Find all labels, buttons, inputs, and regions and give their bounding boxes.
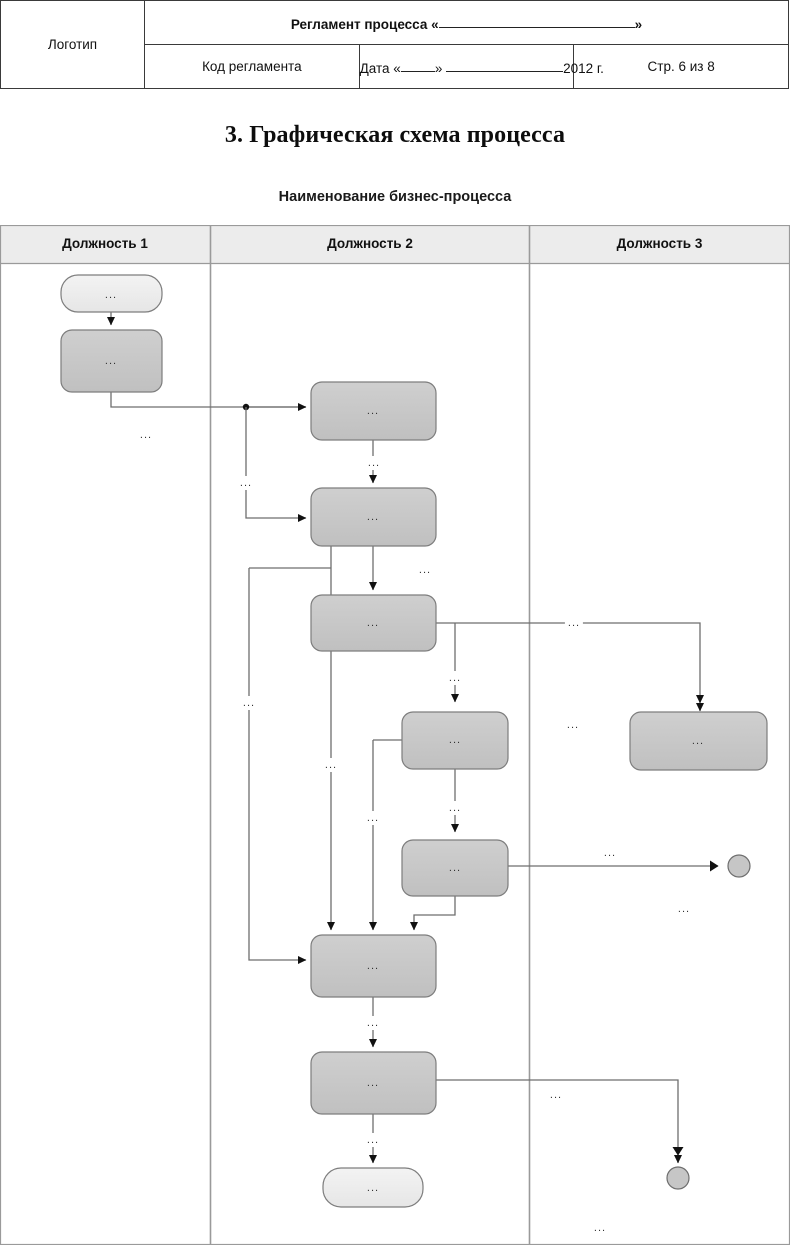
page-number-cell: Стр. 6 из 8 [573, 44, 789, 89]
node-p9[interactable] [629, 711, 768, 771]
date-quote-close: » [434, 60, 443, 76]
node-p7-label: ... [366, 960, 380, 972]
edge-label-e16: ... [363, 1133, 383, 1147]
regulation-code-cell: Код регламента [144, 44, 360, 89]
node-p5-label: ... [448, 734, 462, 746]
page-number-label: Стр. 6 из 8 [647, 59, 715, 74]
node-p3-label: ... [366, 511, 380, 523]
node-p2-label: ... [366, 405, 380, 417]
date-cell: Дата « » 2012 г. [358, 44, 604, 89]
date-day-blank[interactable] [400, 58, 435, 73]
terminator-arrowheads [672, 860, 719, 1156]
edge-label-e17: ... [590, 1221, 610, 1235]
date-prefix: Дата « [359, 60, 401, 76]
node-p4[interactable] [310, 594, 437, 652]
edge-label-e1: ... [136, 428, 156, 442]
node-end-label: ... [366, 1182, 380, 1194]
diagram-canvas [0, 225, 790, 1245]
logo-label: Логотип [47, 37, 98, 52]
process-swimlane-diagram: Должность 1 Должность 2 Должность 3 ... … [0, 225, 790, 1245]
lane-header-1: Должность 2 [327, 236, 413, 251]
node-p6-label: ... [448, 862, 462, 874]
node-p2[interactable] [310, 381, 437, 441]
edge-label-e11: ... [363, 811, 383, 825]
regulation-title-blank[interactable] [438, 14, 635, 29]
edge-label-e13: ... [674, 902, 694, 916]
node-p7[interactable] [310, 934, 437, 998]
regulation-title-prefix: Регламент процесса « [290, 16, 439, 32]
document-header-table: Логотип Регламент процесса « » Код реглам… [0, 0, 789, 89]
process-name-subtitle: Наименование бизнес-процесса [278, 189, 512, 205]
edge-label-e5: ... [564, 616, 584, 630]
edge-label-e9: ... [321, 758, 341, 772]
node-p1-label: ... [104, 355, 118, 367]
node-terminator-1[interactable] [727, 854, 751, 878]
date-year: 2012 г. [563, 60, 604, 76]
node-start-label: ... [104, 289, 118, 301]
node-terminator-2[interactable] [666, 1166, 690, 1190]
node-p4-label: ... [366, 617, 380, 629]
lane-header-0: Должность 1 [62, 236, 148, 251]
edge-label-e12: ... [600, 846, 620, 860]
node-p8-label: ... [366, 1077, 380, 1089]
node-p9-label: ... [691, 735, 705, 747]
edge-label-e3: ... [364, 456, 384, 470]
node-p8[interactable] [310, 1051, 437, 1115]
date-month-blank[interactable] [446, 58, 564, 73]
edge-label-e8: ... [239, 696, 259, 710]
node-p1[interactable] [60, 329, 163, 393]
connectors [106, 312, 718, 1164]
logo-cell: Логотип [0, 0, 145, 89]
edge-label-e4: ... [415, 563, 435, 577]
edge-label-e7: ... [563, 718, 583, 732]
node-end[interactable] [322, 1167, 424, 1208]
node-p5[interactable] [401, 711, 509, 770]
page-title: 3. Графическая схема процесса [224, 122, 566, 148]
edge-label-e2: ... [236, 476, 256, 490]
regulation-code-label: Код регламента [202, 59, 302, 74]
lane-header-2: Должность 3 [616, 236, 703, 251]
edge-label-e6: ... [445, 671, 465, 685]
edge-label-e15: ... [546, 1088, 566, 1102]
lane-header-band [0, 225, 790, 264]
node-p3[interactable] [310, 487, 437, 547]
edge-label-e10: ... [445, 801, 465, 815]
node-start[interactable] [60, 274, 163, 313]
regulation-title-suffix: » [634, 16, 643, 32]
node-p6[interactable] [401, 839, 509, 897]
edge-label-e14: ... [363, 1016, 383, 1030]
regulation-title-cell: Регламент процесса « » [144, 0, 789, 45]
